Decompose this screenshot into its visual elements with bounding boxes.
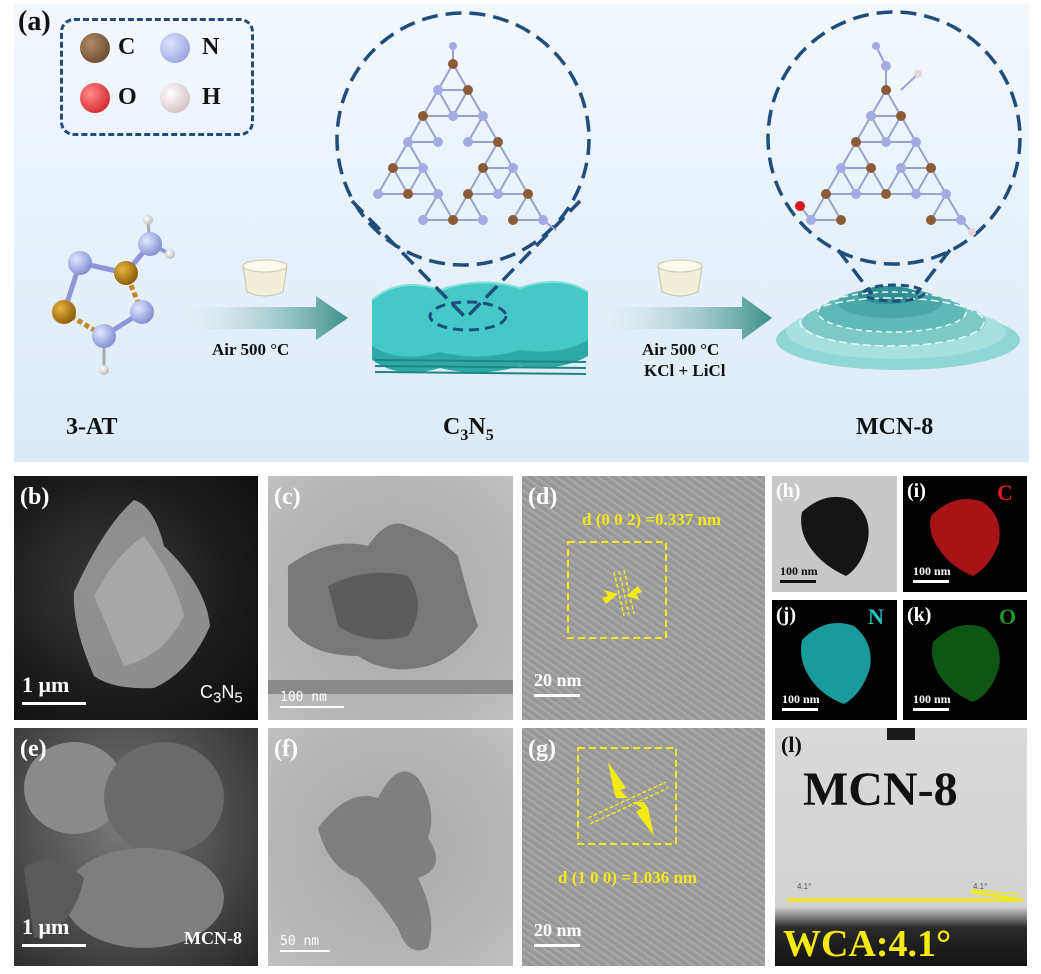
panel-k-scale-text: 100 nm (913, 692, 951, 706)
mcn8-porous-icon (776, 286, 1020, 370)
panel-c-label: (c) (274, 484, 301, 510)
panel-i-label: (i) (907, 480, 926, 502)
panel-g-label: (g) (528, 736, 556, 762)
sem-image-c3n5: (b) 1 μm C3N5 (14, 476, 258, 720)
legend-o: O (118, 84, 137, 110)
contact-angle-image: (l) MCN-8 4.1° 4.1° WCA:4.1° (775, 728, 1027, 966)
mcn8-atoms-icon (795, 42, 976, 236)
c3n5-sheet-icon (371, 280, 589, 375)
sem-image-mcn8: (e) 1 μm MCN-8 (14, 728, 258, 966)
panel-f-scale-text: 50 nm (280, 934, 320, 949)
panel-b-label: (b) (20, 484, 50, 510)
magnify-circle-mcn8 (766, 10, 1022, 266)
step1-condition: Air 500 °C (212, 340, 290, 359)
panel-b-scale-text: 1 μm (22, 672, 70, 697)
arrow-step2-icon (604, 296, 772, 340)
panel-c-scale-text: 100 nm (280, 690, 327, 705)
panel-c-scalebar (280, 706, 344, 708)
panel-b-scalebar (22, 702, 86, 705)
tem-image-h: (h) 100 nm (772, 476, 897, 592)
atom-legend (60, 18, 254, 136)
legend-n: N (202, 34, 220, 60)
eds-map-o: (k) O 100 nm (903, 600, 1027, 720)
arrow-step1-icon (186, 296, 348, 340)
c3n5-label: C3N5 (443, 414, 494, 444)
panel-j-scalebar (782, 708, 818, 711)
step2-condition-line1: Air 500 °C (642, 340, 720, 359)
legend-c: C (118, 34, 136, 60)
panel-j-element: N (868, 604, 884, 629)
panel-b-tag: C3N5 (200, 682, 243, 707)
panel-l-label: (l) (781, 732, 802, 757)
hydrogen-atom-icon (160, 83, 190, 113)
panel-d-scalebar (534, 694, 580, 697)
scheme-graphics (52, 10, 1022, 375)
panel-h-scalebar (780, 580, 816, 583)
scheme-panel-a (14, 4, 1029, 462)
mcn8-label: MCN-8 (856, 414, 934, 440)
eds-map-c: (i) C 100 nm (903, 476, 1027, 592)
step2-condition-line2: KCl + LiCl (644, 361, 726, 380)
panel-k-scalebar (913, 708, 949, 711)
panel-g-scalebar (534, 944, 580, 947)
panel-e-scalebar (22, 944, 86, 947)
panel-j-scale-text: 100 nm (782, 692, 820, 706)
panel-e-tag: MCN-8 (184, 928, 242, 948)
hrtem-image-c3n5: (d) d (0 0 2) =0.337 nm 20 nm (522, 476, 765, 720)
c3n5-lattice-icon (376, 46, 557, 231)
panel-d-scale-text: 20 nm (534, 670, 582, 690)
oxygen-atom-icon (80, 83, 110, 113)
hrtem-image-mcn8: (g) d (1 0 0) =1.036 nm 20 nm (522, 728, 765, 966)
panel-g-annotation: d (1 0 0) =1.036 nm (558, 868, 698, 887)
panel-h-scale-text: 100 nm (780, 564, 818, 578)
panel-i-scalebar (913, 580, 949, 583)
panel-e-label: (e) (20, 736, 47, 762)
needle-tip (887, 728, 915, 740)
angle-right-text: 4.1° (973, 882, 988, 891)
panel-j-label: (j) (776, 604, 796, 626)
eds-map-n: (j) N 100 nm (772, 600, 897, 720)
precursor-label: 3-AT (66, 414, 118, 440)
panel-h-label: (h) (776, 480, 801, 502)
panel-e-scale-text: 1 μm (22, 914, 70, 939)
panel-d-annotation: d (0 0 2) =0.337 nm (582, 510, 722, 529)
legend-h: H (202, 84, 221, 110)
panel-d-label: (d) (528, 484, 558, 510)
carbon-atom-icon (80, 33, 110, 63)
crucible-icon-1 (242, 259, 288, 297)
triazole-molecule-icon (52, 215, 175, 375)
panel-g-scale-text: 20 nm (534, 920, 582, 940)
magnify-circle-c3n5 (335, 11, 591, 267)
angle-left-text: 4.1° (797, 882, 812, 891)
panel-k-element: O (999, 604, 1017, 629)
panel-k-label: (k) (907, 604, 932, 626)
c3n5-atoms-icon (373, 42, 548, 225)
nitrogen-atom-icon (160, 33, 190, 63)
wca-text: WCA:4.1° (783, 923, 952, 965)
panel-l-title: MCN-8 (803, 763, 958, 816)
tem-image-mcn8: (f) 50 nm (268, 728, 513, 966)
panel-i-element: C (997, 480, 1013, 505)
tem-image-c3n5: (c) 100 nm (268, 476, 513, 720)
panel-a-label: (a) (18, 6, 51, 37)
panel-i-scale-text: 100 nm (913, 564, 951, 578)
panel-f-scalebar (280, 950, 330, 952)
panel-f-label: (f) (274, 736, 298, 762)
crucible-icon-2 (657, 259, 703, 297)
